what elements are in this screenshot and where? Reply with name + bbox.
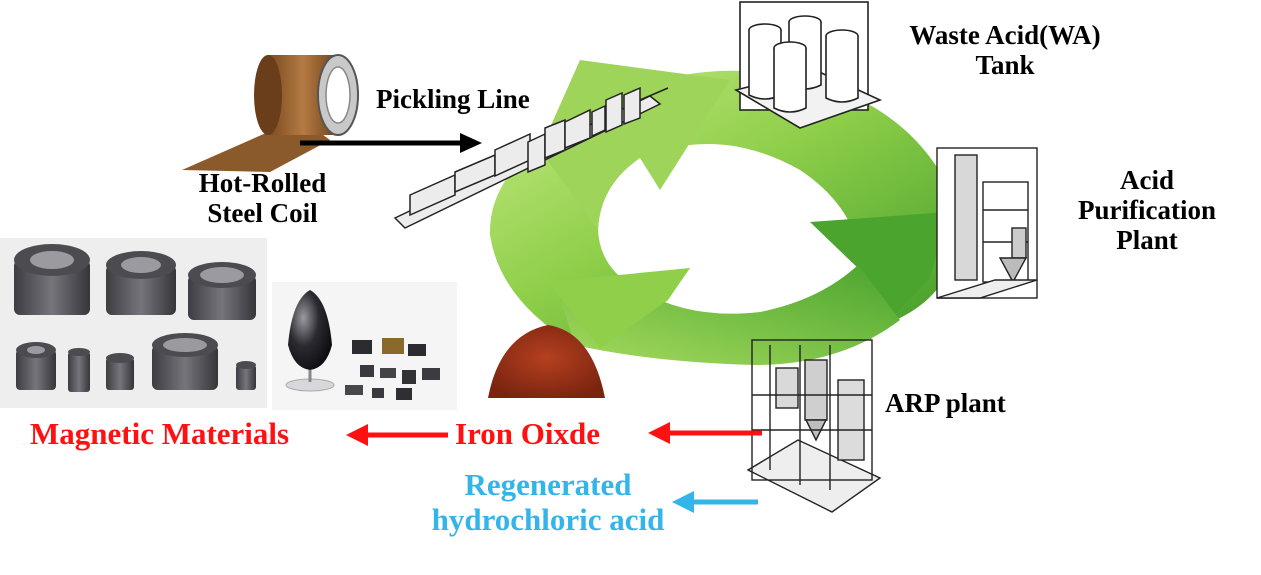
cycle-arrowhead-left bbox=[548, 268, 690, 348]
iron-oxide-label: Iron Oixde bbox=[455, 416, 600, 451]
arrow-iron-oxide-to-magnetic bbox=[346, 424, 448, 446]
recycling-cycle-arrows bbox=[489, 60, 957, 365]
acid-purification-line1: Acid bbox=[1120, 165, 1174, 195]
acid-purification-plant-icon bbox=[936, 147, 1038, 299]
arp-plant-label: ARP plant bbox=[885, 388, 1006, 418]
arrow-arp-to-regenerated-acid bbox=[672, 491, 758, 513]
magnetic-materials-label: Magnetic Materials bbox=[30, 416, 290, 451]
hot-rolled-steel-coil-label: Hot-Rolled Steel Coil bbox=[170, 168, 355, 228]
cycle-arrowhead-right bbox=[810, 212, 948, 340]
arrow-coil-to-line bbox=[300, 133, 482, 153]
regenerated-hydrochloric-acid-label: Regenerated hydrochloric acid bbox=[398, 467, 698, 537]
arp-plant-icon bbox=[746, 339, 882, 513]
pickling-line-machine-icon bbox=[393, 86, 669, 229]
waste-acid-line1: Waste Acid(WA) bbox=[909, 20, 1101, 50]
steel-coil-icon bbox=[182, 54, 359, 172]
magnetic-rings-photo bbox=[0, 238, 267, 408]
waste-acid-tank-label: Waste Acid(WA) Tank bbox=[885, 20, 1125, 80]
iron-oxide-powder-icon bbox=[488, 325, 605, 398]
acid-purification-line2: Purification bbox=[1078, 195, 1216, 226]
hot-rolled-line2: Steel Coil bbox=[207, 198, 318, 229]
hot-rolled-line1: Hot-Rolled bbox=[198, 168, 327, 198]
arrow-arp-to-iron-oxide bbox=[648, 422, 762, 444]
waste-acid-line2: Tank bbox=[975, 50, 1035, 81]
acid-purification-line3: Plant bbox=[1116, 225, 1178, 256]
magnetic-components-photo bbox=[272, 282, 457, 410]
regenerated-line2: hydrochloric acid bbox=[431, 501, 665, 537]
acid-purification-plant-label: Acid Purification Plant bbox=[1052, 165, 1242, 256]
cycle-arrowhead-top bbox=[540, 60, 730, 230]
pickling-line-label: Pickling Line bbox=[376, 84, 530, 114]
regenerated-line1: Regenerated bbox=[464, 467, 632, 502]
waste-acid-tank-icon bbox=[733, 1, 883, 129]
